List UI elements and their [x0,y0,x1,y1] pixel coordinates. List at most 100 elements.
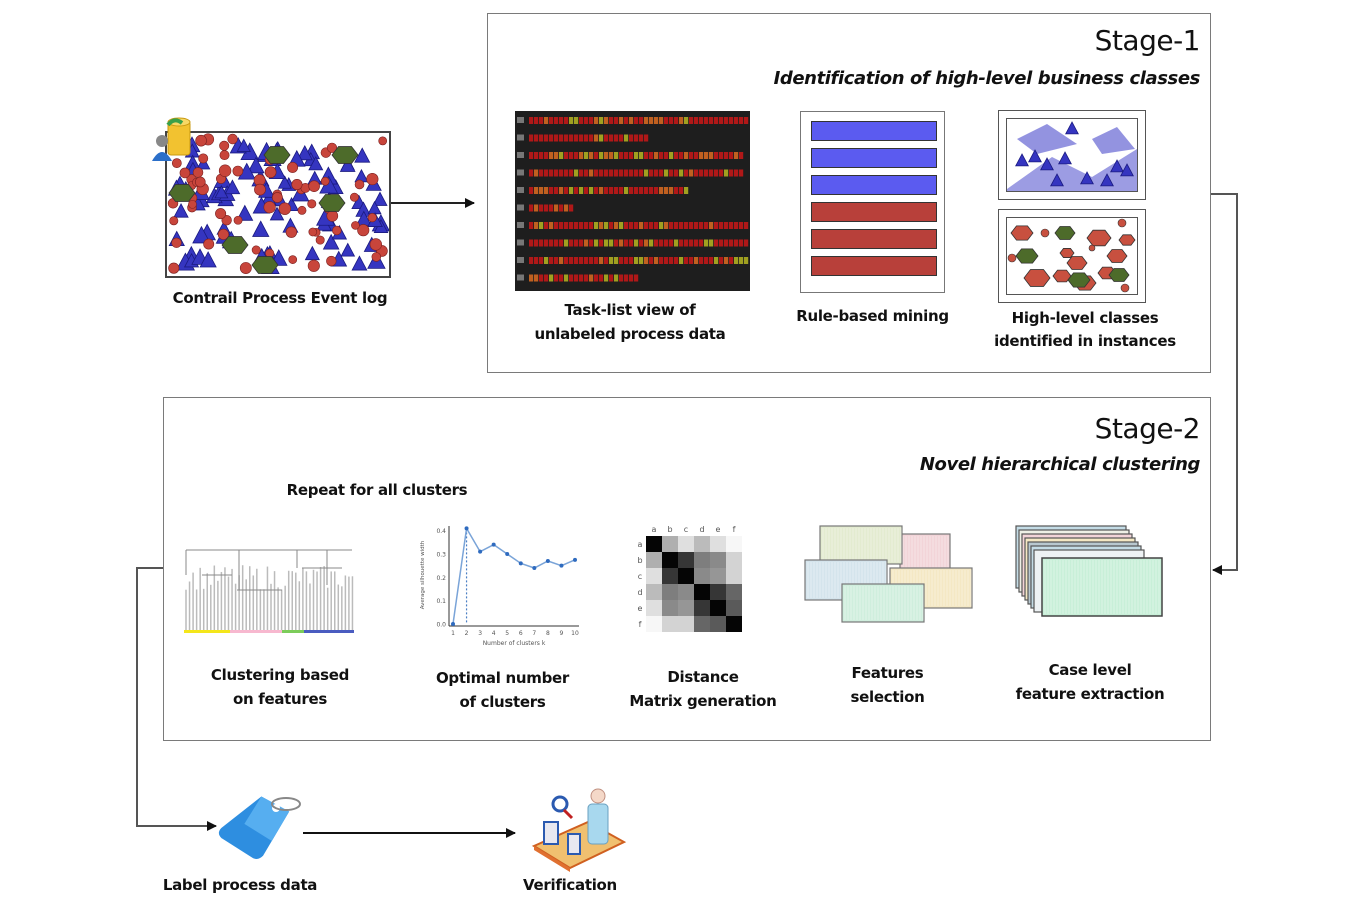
task-cell [619,187,624,194]
task-cell [714,152,719,159]
task-cell [609,169,614,177]
class-triangle [1028,149,1042,163]
task-cell [544,222,549,229]
activity-triangle [340,242,356,257]
task-cell [529,117,534,124]
task-cell [544,187,549,194]
task-cell [664,169,669,177]
task-cell [729,257,734,264]
task-cell [554,117,559,124]
red-dot [1040,228,1050,238]
task-cell [679,239,684,247]
data-point [478,549,483,554]
task-cell [679,187,684,194]
activity-hexagon [251,256,279,274]
task-cell [654,222,659,229]
x-tick-label: 4 [492,630,496,637]
task-cell [569,274,574,282]
task-cell [694,239,699,247]
task-cell [674,257,679,264]
task-cell [744,239,749,247]
task-cell [714,117,719,124]
task-cell [654,169,659,177]
task-cell [529,169,534,177]
x-tick-label: 3 [478,630,482,637]
task-cell [604,187,609,194]
task-cell [694,169,699,177]
task-cell [529,257,534,264]
task-cell [539,204,544,212]
task-cell [634,169,639,177]
task-cell [594,239,599,247]
task-cell [584,274,589,282]
task-cell [559,117,564,124]
task-cell [589,239,594,247]
task-cell [689,239,694,247]
task-cell [539,187,544,194]
task-cell [699,222,704,229]
matrix-cell [662,536,678,552]
task-cell [609,187,614,194]
activity-triangle [339,156,356,172]
task-cell [624,257,629,264]
class-box-triangles [998,110,1146,200]
task-cell [534,169,539,177]
task-cell [614,187,619,194]
task-cell [674,169,679,177]
task-cell [539,239,544,247]
activity-circle [227,133,238,145]
task-cell [624,134,629,142]
task-cell [684,152,689,159]
activity-circle [171,158,182,169]
clustering-label-2: on features [232,690,328,708]
matrix-cell [678,536,694,552]
activity-circle [219,140,230,151]
activity-triangle [354,147,371,163]
x-tick-label: 8 [546,630,550,637]
matrix-cell [678,584,694,600]
activity-triangle [296,144,313,161]
red-dot [1007,253,1017,263]
activity-circle [219,150,230,161]
matrix-cell [662,552,678,568]
task-cell [554,187,559,194]
task-cell [544,134,549,142]
task-cell [739,169,744,177]
activity-triangle [277,175,292,189]
task-cell [724,222,729,229]
matrix-cell [726,616,742,632]
matrix-cell [646,616,662,632]
task-cell [604,239,609,247]
task-cell [674,152,679,159]
matrix-col-label: b [667,525,672,534]
task-cell [649,187,654,194]
rule-bar [811,229,937,249]
task-cell [544,274,549,282]
task-cell [644,152,649,159]
task-cell [609,117,614,124]
green-hexagon [1015,248,1039,264]
clustering-label-1: Clustering based [210,666,350,684]
extraction-label-1: Case level [1048,661,1132,679]
task-cell [654,117,659,124]
task-cell [724,152,729,159]
red-hexagon [1106,249,1128,263]
task-cell [679,117,684,124]
task-cell [684,117,689,124]
task-cell [529,239,534,247]
classes-label-2: identified in instances [994,332,1176,350]
task-cell [739,257,744,264]
task-cell [669,187,674,194]
task-cell [704,152,709,159]
red-hexagon [1066,256,1088,270]
task-cell [634,152,639,159]
task-cell [554,239,559,247]
task-cell [579,169,584,177]
task-cell [704,117,709,124]
x-tick-label: 2 [465,630,469,637]
class-triangle [1050,173,1064,187]
task-cell [619,134,624,142]
row-marker [517,257,524,263]
task-cell [744,222,749,229]
